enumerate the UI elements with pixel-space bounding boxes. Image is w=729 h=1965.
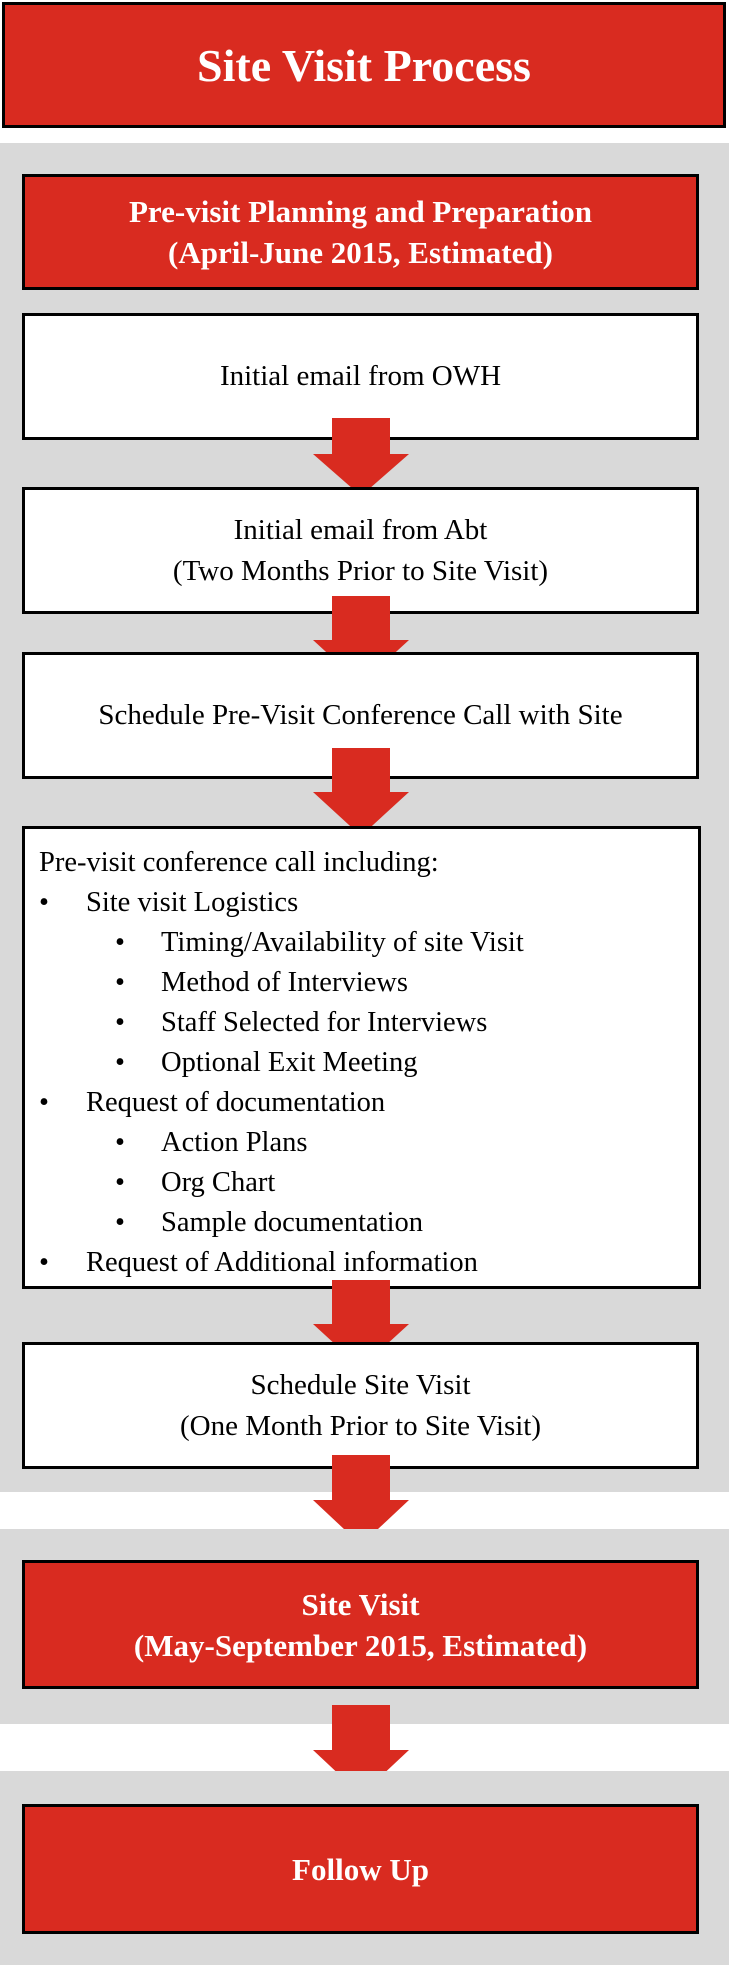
list-item-label: Site visit Logistics	[86, 887, 299, 918]
step-initial-email-abt-line2: (Two Months Prior to Site Visit)	[172, 554, 549, 587]
list-item-label: Staff Selected for Interviews	[161, 1007, 488, 1038]
bullet-icon: •	[115, 1207, 125, 1238]
stage-header-site-visit-line2: (May-September 2015, Estimated)	[133, 1627, 588, 1663]
conference-call-details: Pre-visit conference call including: • S…	[22, 826, 701, 1289]
bullet-icon: •	[115, 1047, 125, 1078]
page-title: Site Visit Process	[2, 2, 726, 128]
page-title-text: Site Visit Process	[197, 39, 531, 91]
list-item-label: Method of Interviews	[161, 967, 408, 998]
stage-header-previsit-line2: (April-June 2015, Estimated)	[168, 235, 553, 270]
step-schedule-conference-call-text: Schedule Pre-Visit Conference Call with …	[98, 699, 623, 731]
list-item: • Timing/Availability of site Visit	[39, 923, 698, 963]
list-item: • Method of Interviews	[39, 963, 698, 1003]
stage-header-site-visit: Site Visit (May-September 2015, Estimate…	[22, 1560, 699, 1689]
list-item: • Action Plans	[39, 1123, 698, 1163]
list-item: • Staff Selected for Interviews	[39, 1003, 698, 1043]
list-item: • Optional Exit Meeting	[39, 1043, 698, 1083]
list-item: • Request of documentation	[39, 1083, 698, 1123]
bullet-icon: •	[39, 887, 49, 918]
stage-header-follow-up: Follow Up	[22, 1804, 699, 1934]
stage-header-previsit: Pre-visit Planning and Preparation (Apri…	[22, 174, 699, 290]
step-initial-email-owh-text: Initial email from OWH	[219, 360, 502, 392]
bullet-icon: •	[115, 967, 125, 998]
stage-header-site-visit-line1: Site Visit	[301, 1586, 420, 1622]
step-initial-email-owh: Initial email from OWH	[22, 313, 699, 440]
bullet-icon: •	[39, 1087, 49, 1118]
bullet-icon: •	[115, 1127, 125, 1158]
step-schedule-site-visit-line2: (One Month Prior to Site Visit)	[179, 1409, 542, 1442]
list-item: • Sample documentation	[39, 1203, 698, 1243]
step-schedule-site-visit-line1: Schedule Site Visit	[250, 1368, 471, 1401]
bullet-icon: •	[39, 1247, 49, 1278]
list-item-label: Sample documentation	[161, 1207, 423, 1238]
down-arrow-icon	[313, 418, 409, 496]
list-item: • Org Chart	[39, 1163, 698, 1203]
list-item-label: Org Chart	[161, 1167, 276, 1198]
list-item-label: Optional Exit Meeting	[161, 1047, 418, 1078]
down-arrow-icon	[313, 1455, 409, 1545]
step-initial-email-abt-line1: Initial email from Abt	[233, 513, 488, 546]
list-item-label: Action Plans	[161, 1127, 308, 1158]
list-item: • Site visit Logistics	[39, 883, 698, 923]
step-initial-email-abt: Initial email from Abt (Two Months Prior…	[22, 487, 699, 614]
step-schedule-site-visit: Schedule Site Visit (One Month Prior to …	[22, 1342, 699, 1469]
list-item-label: Timing/Availability of site Visit	[161, 927, 524, 958]
list-item-label: Request of Additional information	[86, 1247, 478, 1278]
stage-header-follow-up-text: Follow Up	[292, 1851, 429, 1887]
stage-header-previsit-line1: Pre-visit Planning and Preparation	[128, 194, 593, 229]
down-arrow-icon	[313, 748, 409, 836]
conference-call-heading: Pre-visit conference call including:	[39, 847, 439, 878]
list-item: • Request of Additional information	[39, 1243, 698, 1283]
bullet-icon: •	[115, 1007, 125, 1038]
list-item-label: Request of documentation	[86, 1087, 386, 1118]
bullet-icon: •	[115, 1167, 125, 1198]
bullet-icon: •	[115, 927, 125, 958]
